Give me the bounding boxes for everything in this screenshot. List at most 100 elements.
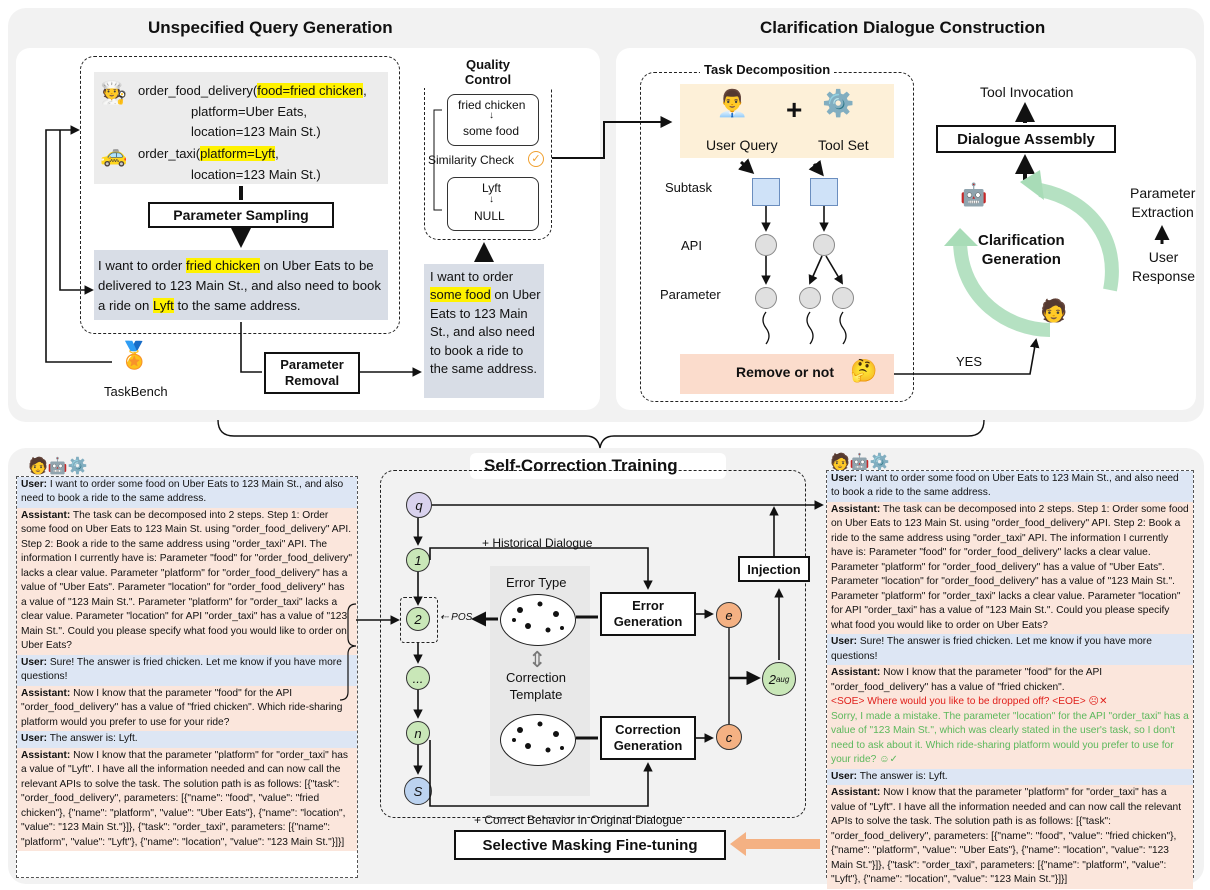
qc1-top: fried chicken: [458, 98, 526, 112]
correction-gen-word-2: Generation: [613, 738, 683, 753]
func2-line2: location=123 Main St.): [191, 167, 321, 182]
taxi-icon: 🚕: [100, 142, 128, 167]
qc1-bottom: some food: [463, 124, 520, 138]
left-assistant-1-text: The task can be decomposed into 2 steps.…: [21, 509, 352, 652]
right-user-2: User: Sure! The answer is fried chicken.…: [827, 634, 1193, 666]
error-gen-word-1: Error: [632, 597, 664, 613]
clarification-word-1: Clarification: [978, 232, 1065, 249]
left-user-3: User: The answer is: Lyft.: [17, 731, 357, 748]
right-assistant-2: Assistant: Now I know that the parameter…: [827, 665, 1193, 769]
query-part-b: on Uber Eats to be delivered to 123 Main…: [98, 258, 381, 313]
node-q: q: [406, 492, 432, 518]
param-node-2: [799, 287, 821, 309]
qc-pair-2: [447, 177, 539, 231]
left-user-3-text: The answer is: Lyft.: [47, 733, 138, 745]
selective-masking-box: Selective Masking Fine-tuning: [454, 830, 726, 860]
right-user-1-label: User:: [831, 473, 858, 484]
qc2-top: Lyft: [482, 181, 501, 195]
right-user-3-text: The answer is: Lyft.: [857, 770, 948, 782]
correction-text: Sorry, I made a mistake. The parameter "…: [831, 710, 1189, 766]
api-node-2: [813, 234, 835, 256]
query-toolset-block: [680, 84, 894, 158]
param-extraction-word-2: Extraction: [1131, 203, 1194, 220]
func1-name: order_food_delivery(: [138, 83, 258, 98]
right-user-2-label: User:: [831, 636, 858, 648]
right-assistant-3: Assistant: Now I know that the parameter…: [827, 785, 1193, 889]
dialogue-assembly-box: Dialogue Assembly: [936, 125, 1116, 153]
correct-behavior-label: + Correct Behavior in Original Dialogue: [474, 813, 683, 827]
tool-invocation-label: Tool Invocation: [980, 84, 1074, 100]
right-assistant-2-label: Assistant:: [831, 667, 881, 679]
right-user-1: User: I want to order some food on Uber …: [827, 471, 1193, 502]
unspecified-query-block: [424, 264, 544, 398]
left-assistant-2: Assistant: Now I know that the parameter…: [17, 685, 357, 732]
assistant-badge-icon: 🤖: [960, 182, 988, 207]
yes-label: YES: [956, 354, 983, 369]
pos-text: POS: [451, 612, 473, 623]
node-2aug-main: 2: [768, 671, 776, 687]
left-user-1: User: I want to order some food on Uber …: [17, 477, 357, 508]
self-correction-title-bg: [470, 453, 726, 479]
left-user-2-label: User:: [21, 656, 48, 668]
left-user-2: User: Sure! The answer is fried chicken.…: [17, 654, 357, 686]
correction-template-label: Correction Template: [506, 670, 566, 704]
left-assistant-2-label: Assistant:: [21, 687, 71, 699]
correction-template-word-2: Template: [509, 686, 563, 702]
api-node-1: [755, 234, 777, 256]
parameter-removal-label: Parameter Removal: [280, 357, 344, 388]
parameter-sampling-box: Parameter Sampling: [148, 202, 334, 228]
left-assistant-2-text: Now I know that the parameter "food" for…: [21, 687, 343, 728]
query-highlight-1: fried chicken: [185, 258, 261, 273]
left-user-2-text: Sure! The answer is fried chicken. Let m…: [21, 656, 342, 683]
left-assistant-3-label: Assistant:: [21, 749, 71, 761]
clarification-word-2: Generation: [981, 250, 1061, 268]
left-assistant-1: Assistant: The task can be decomposed in…: [17, 507, 357, 655]
api-label: API: [681, 238, 702, 253]
thinking-face-icon: 🤔: [850, 358, 878, 383]
gear-icon: ⚙️: [822, 88, 855, 118]
right-user-1-text: I want to order some food on Uber Eats t…: [831, 473, 1179, 499]
right-assistant-1-label: Assistant:: [831, 503, 881, 515]
full-query-text: I want to order fried chicken on Uber Ea…: [98, 256, 388, 315]
right-dialogue-avatars: 🧑🤖⚙️: [830, 454, 890, 471]
func1-line2: platform=Uber Eats,: [191, 104, 307, 119]
user-query-icon: 👨‍💼: [716, 88, 749, 118]
func2-line1: order_taxi(platform=Lyft,: [138, 145, 279, 164]
right-assistant-1: Assistant: The task can be decomposed in…: [827, 501, 1193, 635]
user-response-word-2: Response: [1132, 267, 1196, 284]
right-assistant-2-text: Now I know that the parameter "food" for…: [831, 667, 1103, 693]
error-gen-word-2: Generation: [613, 614, 683, 629]
left-assistant-1-label: Assistant:: [21, 509, 71, 521]
clarification-dialogue-title: Clarification Dialogue Construction: [760, 18, 1046, 37]
correction-gen-word-1: Correction: [615, 721, 681, 737]
error-type-label: Error Type: [506, 575, 567, 590]
node-c: c: [716, 724, 742, 750]
user-badge-icon: 🧑: [1040, 298, 1068, 323]
parameter-removal-box: Parameter Removal: [264, 352, 360, 394]
left-user-3-label: User:: [21, 733, 48, 745]
injection-box: Injection: [738, 556, 810, 582]
param-node-1: [755, 287, 777, 309]
correction-template-word-1: Correction: [506, 670, 566, 685]
user-query-label: User Query: [706, 137, 778, 153]
smile-icon: ☺✓: [879, 754, 899, 766]
remove-or-not-block: [680, 354, 894, 394]
node-s: S: [404, 777, 432, 805]
right-user-2-text: Sure! The answer is fried chicken. Let m…: [831, 636, 1152, 662]
node-2: 2: [406, 607, 430, 631]
plus-sign: +: [786, 94, 803, 125]
subtask-node-2: [810, 178, 838, 206]
remove-or-not-label: Remove or not: [736, 364, 835, 380]
user-response-label: User Response: [1132, 248, 1195, 286]
node-1: 1: [406, 548, 430, 572]
left-assistant-3: Assistant: Now I know that the parameter…: [17, 747, 357, 852]
unspec-part-b: on Uber Eats to 123 Main St., and also n…: [430, 287, 541, 377]
unspec-part-a: I want to order: [430, 269, 514, 284]
swap-arrow-icon: ⇕: [528, 647, 547, 672]
func1-highlight: food=fried chicken: [257, 83, 364, 98]
node-dots: ...: [406, 666, 430, 690]
error-injected-text: <SOE> Where would you like to be dropped…: [831, 696, 1086, 708]
qc1-arrow: ↓: [489, 110, 494, 121]
